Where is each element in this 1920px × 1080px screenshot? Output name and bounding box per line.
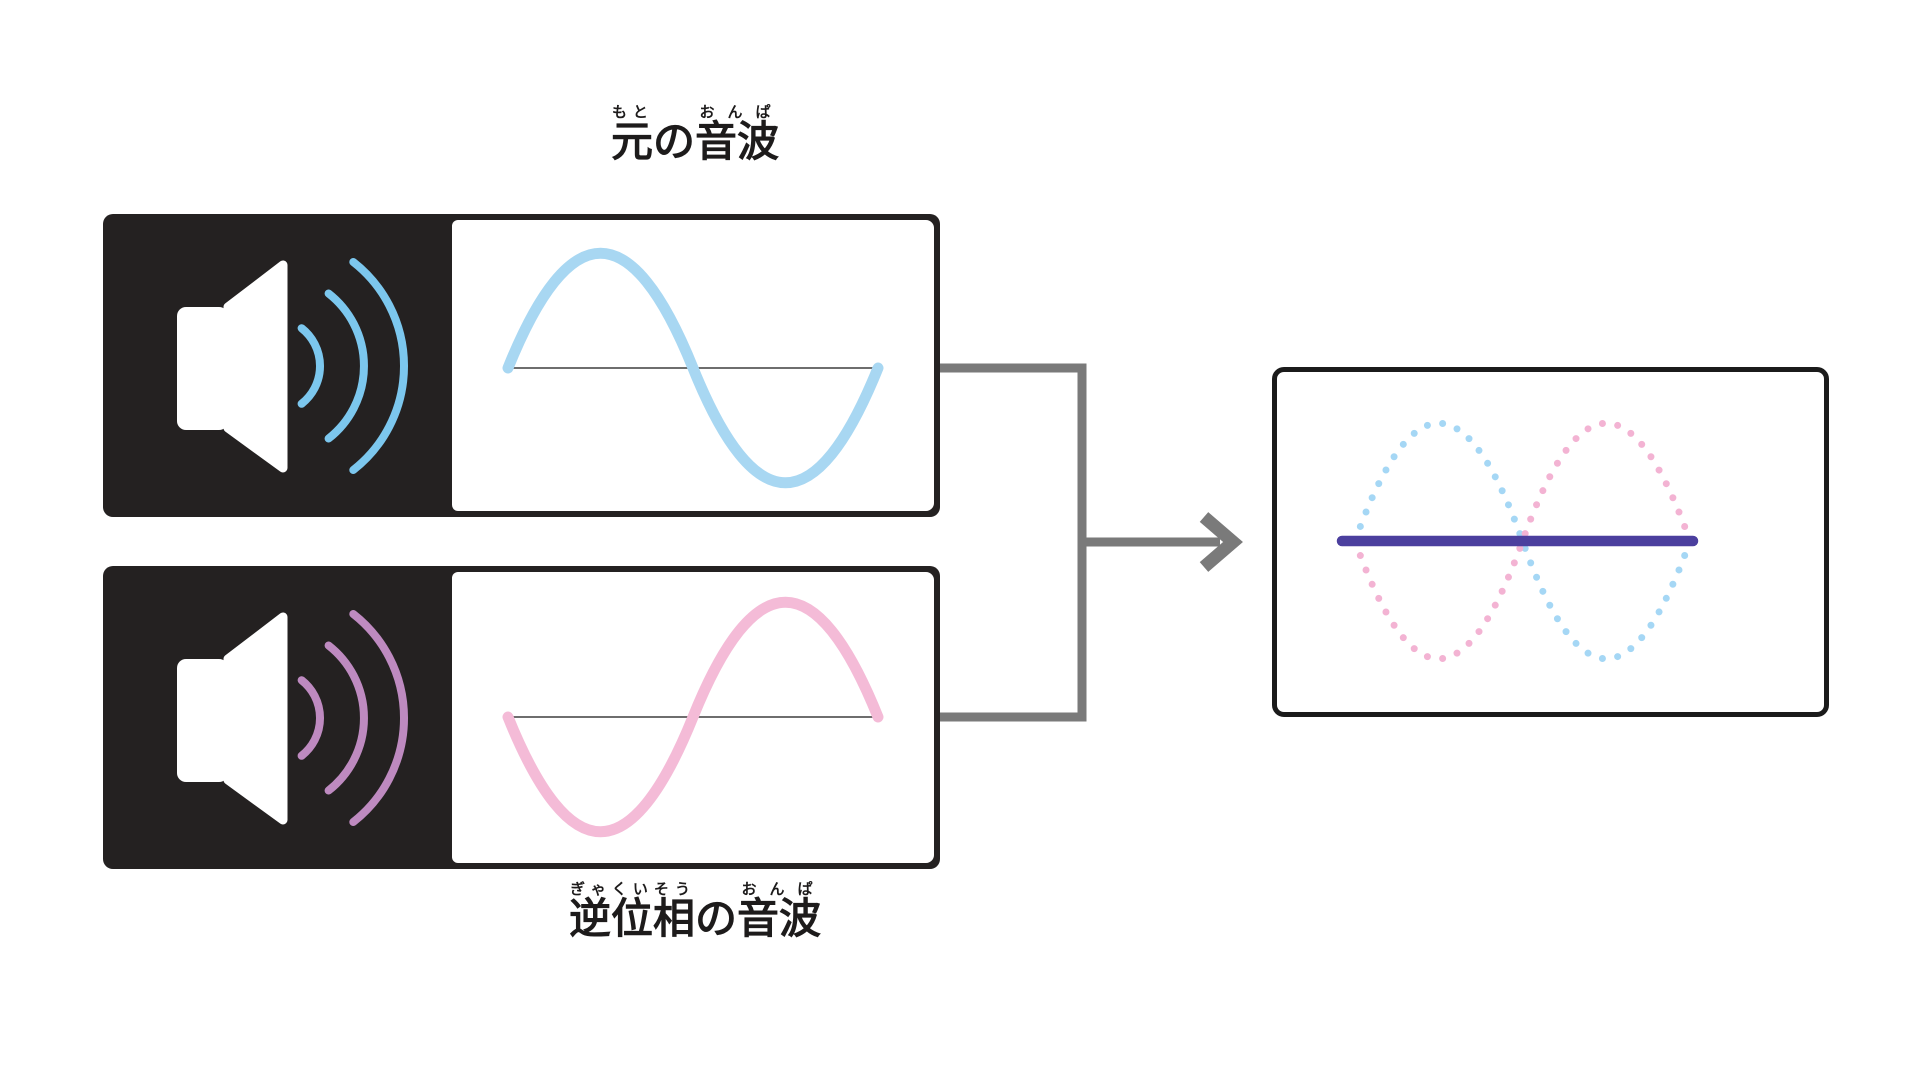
merge-connector xyxy=(940,363,1243,722)
arrow-head-icon xyxy=(1199,512,1243,572)
speaker-cone xyxy=(223,612,288,825)
original-wave-box xyxy=(103,214,940,517)
speaker-icon xyxy=(177,258,409,474)
inverted-wave-box xyxy=(103,566,940,869)
speaker-icon xyxy=(177,610,409,826)
inverted-wave-label: 逆位相ぎゃくいそうの音波おんぱ xyxy=(568,880,822,943)
speaker-cone xyxy=(223,260,288,473)
merge-bracket xyxy=(940,363,1087,722)
inverted-wave-panel xyxy=(452,572,934,863)
original-wave-path xyxy=(502,247,884,489)
original-wave-label: 元もとの音波おんぱ xyxy=(610,103,780,166)
cancellation-result xyxy=(1336,419,1699,663)
original-sine-wave xyxy=(502,247,884,489)
original-wave-panel xyxy=(452,220,934,511)
sound-arcs-icon xyxy=(297,610,409,826)
speaker-body xyxy=(177,659,228,782)
inverted-wave-path xyxy=(502,596,884,838)
inverted-sine-wave xyxy=(502,596,884,838)
sound-arcs-icon xyxy=(297,258,409,474)
speaker-body xyxy=(177,307,228,430)
